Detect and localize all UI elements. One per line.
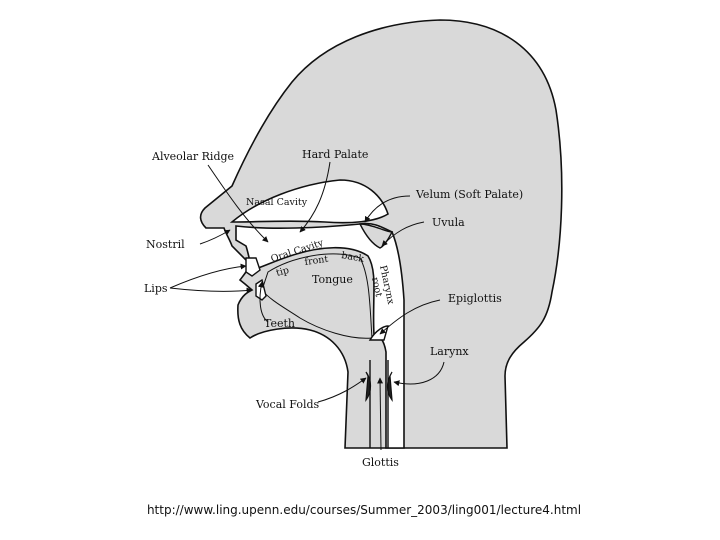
label-hard-palate: Hard Palate: [302, 148, 368, 161]
hard-palate-leader: [299, 161, 331, 233]
label-uvula: Uvula: [432, 216, 465, 229]
label-nostril: Nostril: [146, 238, 185, 251]
teeth-leader: [257, 281, 269, 323]
upper-teeth: [245, 257, 261, 277]
label-lips: Lips: [144, 282, 168, 295]
nasal-cavity: [229, 179, 389, 224]
source-url: http://www.ling.upenn.edu/courses/Summer…: [146, 503, 582, 517]
label-velum: Velum (Soft Palate): [415, 188, 523, 201]
glottis-leader: [377, 377, 384, 451]
label-glottis: Glottis: [362, 456, 399, 469]
label-front: front: [304, 254, 329, 268]
label-alveolar-ridge: Alveolar Ridge: [151, 150, 234, 163]
label-tongue: Tongue: [312, 273, 353, 286]
label-vocal-folds: Vocal Folds: [255, 398, 320, 411]
label-teeth: Teeth: [264, 317, 295, 330]
uvula-leader: [381, 221, 425, 247]
label-tip: tip: [275, 265, 290, 279]
velum-leader: [364, 195, 411, 223]
lips-leader-lower: [169, 287, 253, 294]
label-root: root: [369, 276, 384, 298]
lips-leader-upper: [169, 263, 247, 289]
alveolar-ridge-leader: [207, 164, 269, 243]
vocal-folds-leader: [317, 377, 367, 403]
epiglottis-leader: [379, 299, 441, 335]
label-back: back: [340, 250, 365, 265]
label-nasal-cavity: Nasal Cavity: [246, 197, 308, 208]
trachea: [369, 360, 389, 448]
label-epiglottis: Epiglottis: [448, 292, 502, 305]
larynx-leader: [393, 361, 445, 387]
nostril-leader: [199, 229, 231, 245]
label-larynx: Larynx: [430, 345, 469, 358]
